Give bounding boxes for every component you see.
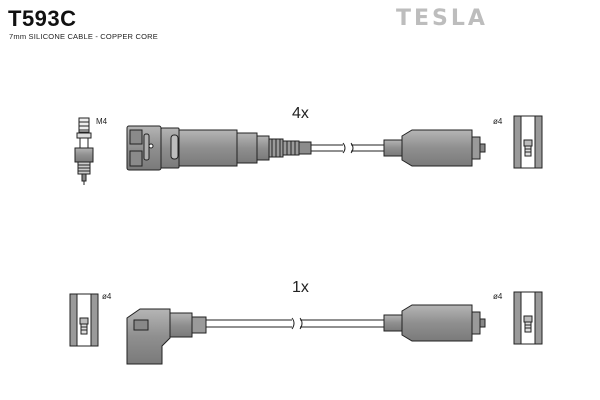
cable-lower xyxy=(206,317,384,330)
quantity-lower: 1x xyxy=(292,279,309,296)
straight-boot-upper xyxy=(126,125,312,171)
terminal-icon-lower-right xyxy=(513,291,543,345)
terminal-icon-upper-right xyxy=(513,115,543,169)
terminal-label-lower-right: ø4 xyxy=(493,292,503,301)
terminal-icon-lower-left xyxy=(69,293,99,347)
angled-boot-lower xyxy=(126,308,207,365)
spark-plug-icon xyxy=(74,117,94,185)
thread-label: M4 xyxy=(96,117,108,126)
part-code: T593C xyxy=(8,6,77,31)
coil-boot-upper xyxy=(383,129,486,167)
quantity-upper: 4x xyxy=(292,105,309,122)
terminal-label-upper: ø4 xyxy=(493,117,503,126)
cable-upper xyxy=(311,142,384,154)
coil-boot-lower xyxy=(383,304,486,342)
terminal-label-lower-left: ø4 xyxy=(102,292,112,301)
cable-spec: 7mm SILICONE CABLE - COPPER CORE xyxy=(9,32,158,41)
brand-logo: TESLA xyxy=(396,6,488,31)
